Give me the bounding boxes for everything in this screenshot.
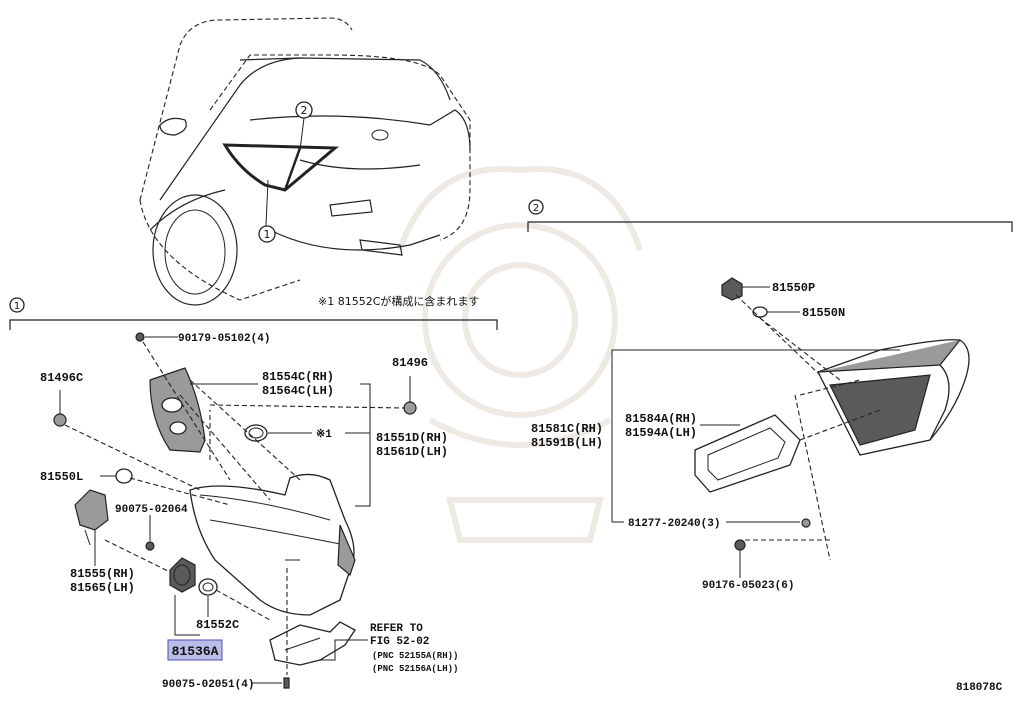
label-81551d: 81551D(RH) xyxy=(376,431,448,445)
label-fig-52-02: FIG 52-02 xyxy=(370,636,429,648)
label-81550n: 81550N xyxy=(802,306,845,320)
label-81550p: 81550P xyxy=(772,281,815,295)
label-81550l: 81550L xyxy=(40,470,83,484)
section-1-labels: 90179-05102(4) 81496C 81554C(RH) 81564C(… xyxy=(40,333,458,691)
label-81581c: 81581C(RH) xyxy=(531,422,603,436)
callout-1-car: 1 xyxy=(258,225,276,243)
clip-81496 xyxy=(403,401,417,415)
section-1-parts xyxy=(53,332,417,689)
label-pnc-lh: (PNC 52156A(LH)) xyxy=(372,664,458,674)
label-81496: 81496 xyxy=(392,356,428,370)
label-90075-02051: 90075-02051(4) xyxy=(162,679,254,691)
car-illustration xyxy=(139,17,471,306)
label-81594a: 81594A(LH) xyxy=(625,426,697,440)
section-2-labels: 81550P 81550N 81581C(RH) 81591B(LH) 8158… xyxy=(531,281,845,592)
label-81552c: 81552C xyxy=(196,618,239,632)
watermark-emblem xyxy=(397,166,643,543)
section-2-parts xyxy=(694,277,970,551)
harness-bracket xyxy=(269,621,356,666)
label-81561d: 81561D(LH) xyxy=(376,445,448,459)
svg-text:1: 1 xyxy=(14,301,20,312)
socket-81555 xyxy=(74,489,109,531)
screw-90176 xyxy=(734,539,746,551)
label-81564c: 81564C(LH) xyxy=(262,384,334,398)
diagram-code: 818078C xyxy=(956,682,1003,694)
svg-text:2: 2 xyxy=(301,104,308,117)
callout-2-car: 2 xyxy=(295,101,313,119)
note-text: ※1 81552Cが構成に含まれます xyxy=(318,294,479,308)
gasket-81551d xyxy=(244,424,268,442)
section-2-leaders xyxy=(611,286,900,578)
clip-81496c xyxy=(53,413,67,427)
bulb-81550l xyxy=(115,468,133,484)
screw-90075-02064 xyxy=(145,541,155,551)
gasket-81552c xyxy=(198,578,218,596)
label-mark-1: ※1 xyxy=(316,428,332,441)
label-81565: 81565(LH) xyxy=(70,581,135,595)
gasket-81584a xyxy=(694,414,801,493)
label-90176-05023: 90176-05023(6) xyxy=(702,580,794,592)
clip-90179 xyxy=(135,332,145,342)
screw-90075-02051 xyxy=(283,677,290,689)
label-81584a: 81584A(RH) xyxy=(625,412,697,426)
label-pnc-rh: (PNC 52155A(RH)) xyxy=(372,651,458,661)
bulb-81550n xyxy=(752,306,768,318)
section-2-bracket: 2 xyxy=(527,199,1013,232)
highlight-box-81536a xyxy=(167,639,223,661)
label-refer-to: REFER TO xyxy=(370,623,423,635)
label-81555: 81555(RH) xyxy=(70,567,135,581)
label-81554c: 81554C(RH) xyxy=(262,370,334,384)
label-81277-20240: 81277-20240(3) xyxy=(628,518,720,530)
label-81536a: 81536A xyxy=(172,644,219,659)
section-1-leaders xyxy=(59,336,411,684)
svg-text:2: 2 xyxy=(533,203,539,214)
rear-lamp-assembly xyxy=(189,473,355,616)
svg-text:1: 1 xyxy=(264,228,271,241)
section-1-bracket: 1 xyxy=(9,297,498,330)
socket-81536a xyxy=(169,557,196,593)
label-90075-02064: 90075-02064 xyxy=(115,504,188,516)
label-81496c: 81496C xyxy=(40,371,83,385)
nut-81277 xyxy=(801,518,811,528)
label-81591b: 81591B(LH) xyxy=(531,436,603,450)
socket-81550p xyxy=(721,277,743,301)
label-90179-05102: 90179-05102(4) xyxy=(178,333,270,345)
